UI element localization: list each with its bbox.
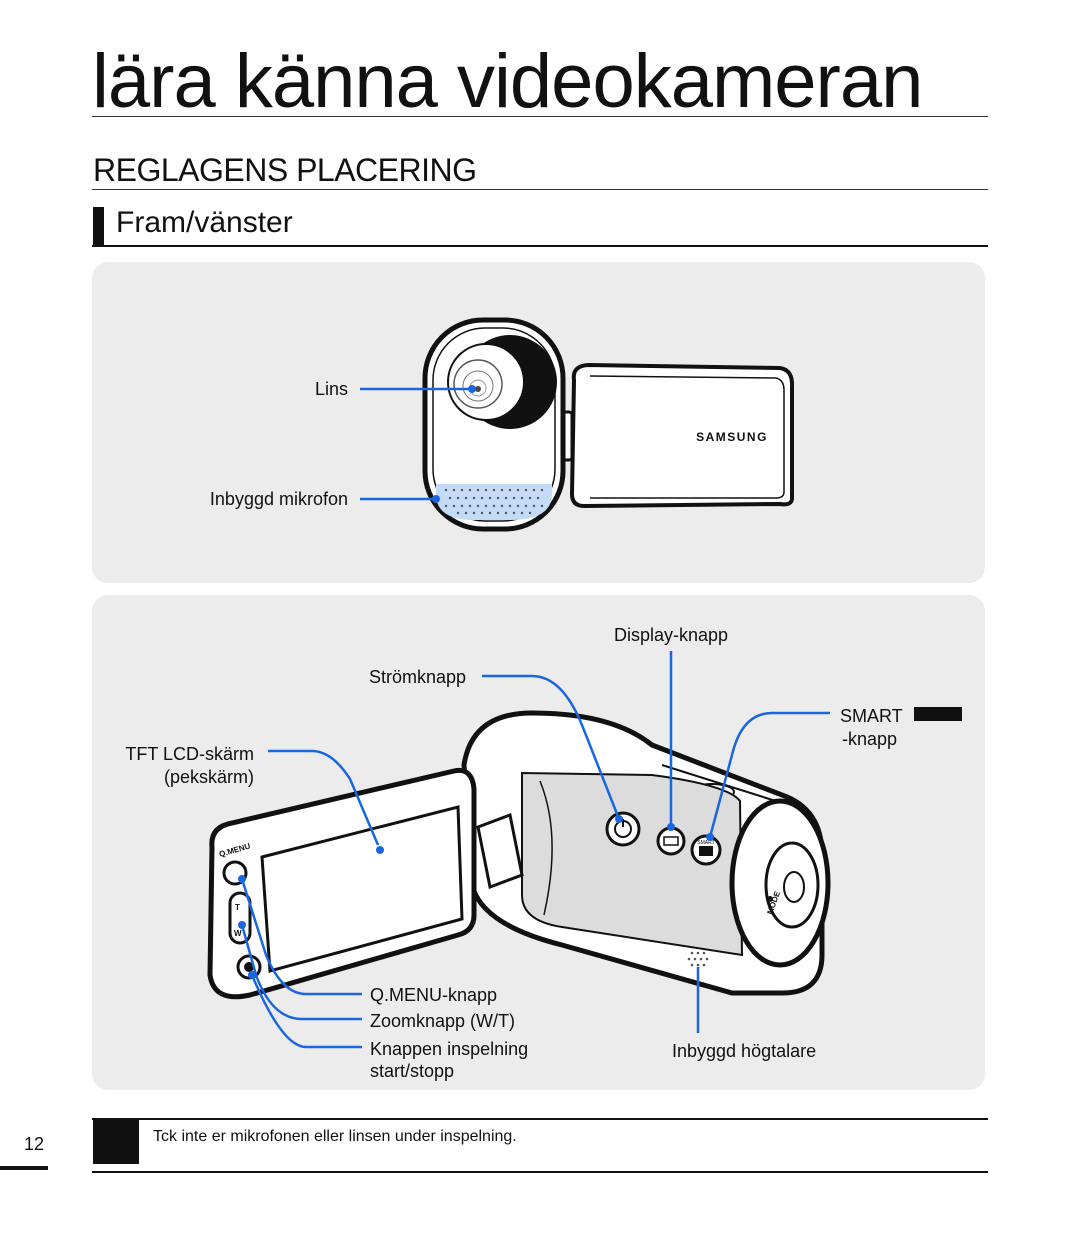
note-icon — [93, 1120, 139, 1164]
page-number: 12 — [24, 1134, 45, 1154]
note-top-rule — [92, 1118, 988, 1120]
label-speaker: Inbyggd högtalare — [672, 1041, 817, 1061]
label-tft-line1: TFT LCD-skärm — [125, 744, 254, 764]
subsection-rule — [92, 245, 988, 247]
section-title: REGLAGENS PLACERING — [93, 152, 477, 188]
label-record-line2: start/stopp — [370, 1061, 455, 1081]
label-smart-line1: SMART — [840, 706, 903, 726]
camera-side-illustration: MODE SMART Q.MENU T W — [207, 651, 962, 1049]
label-qmenu-button: Q.MENU-knapp — [370, 985, 498, 1005]
smart-button-text: SMART — [697, 840, 714, 846]
note-bottom-rule — [92, 1171, 988, 1173]
label-lens: Lins — [314, 379, 348, 399]
camera-front-illustration: SAMSUNG — [360, 317, 794, 532]
note-text: Tck inte er mikrofonen eller linsen unde… — [153, 1128, 517, 1145]
page-title: lära känna videokameran — [92, 39, 923, 124]
label-display-button: Display-knapp — [614, 625, 729, 645]
label-microphone: Inbyggd mikrofon — [209, 489, 348, 509]
zoom-tele-text: T — [235, 903, 240, 912]
label-power-button: Strömknapp — [368, 667, 466, 687]
label-record-line1: Knappen inspelning — [370, 1039, 529, 1059]
page-number-bar — [0, 1166, 48, 1170]
subsection-title: Fram/vänster — [116, 206, 293, 239]
label-zoom-button: Zoomknapp (W/T) — [370, 1011, 516, 1031]
label-smart-line2: -knapp — [842, 729, 898, 749]
section-rule — [92, 189, 988, 190]
zoom-wide-text: W — [234, 929, 242, 938]
label-tft-line2: (pekskärm) — [163, 767, 254, 787]
subsection-marker — [93, 207, 104, 245]
title-rule — [92, 116, 988, 117]
samsung-logo: SAMSUNG — [696, 430, 768, 444]
